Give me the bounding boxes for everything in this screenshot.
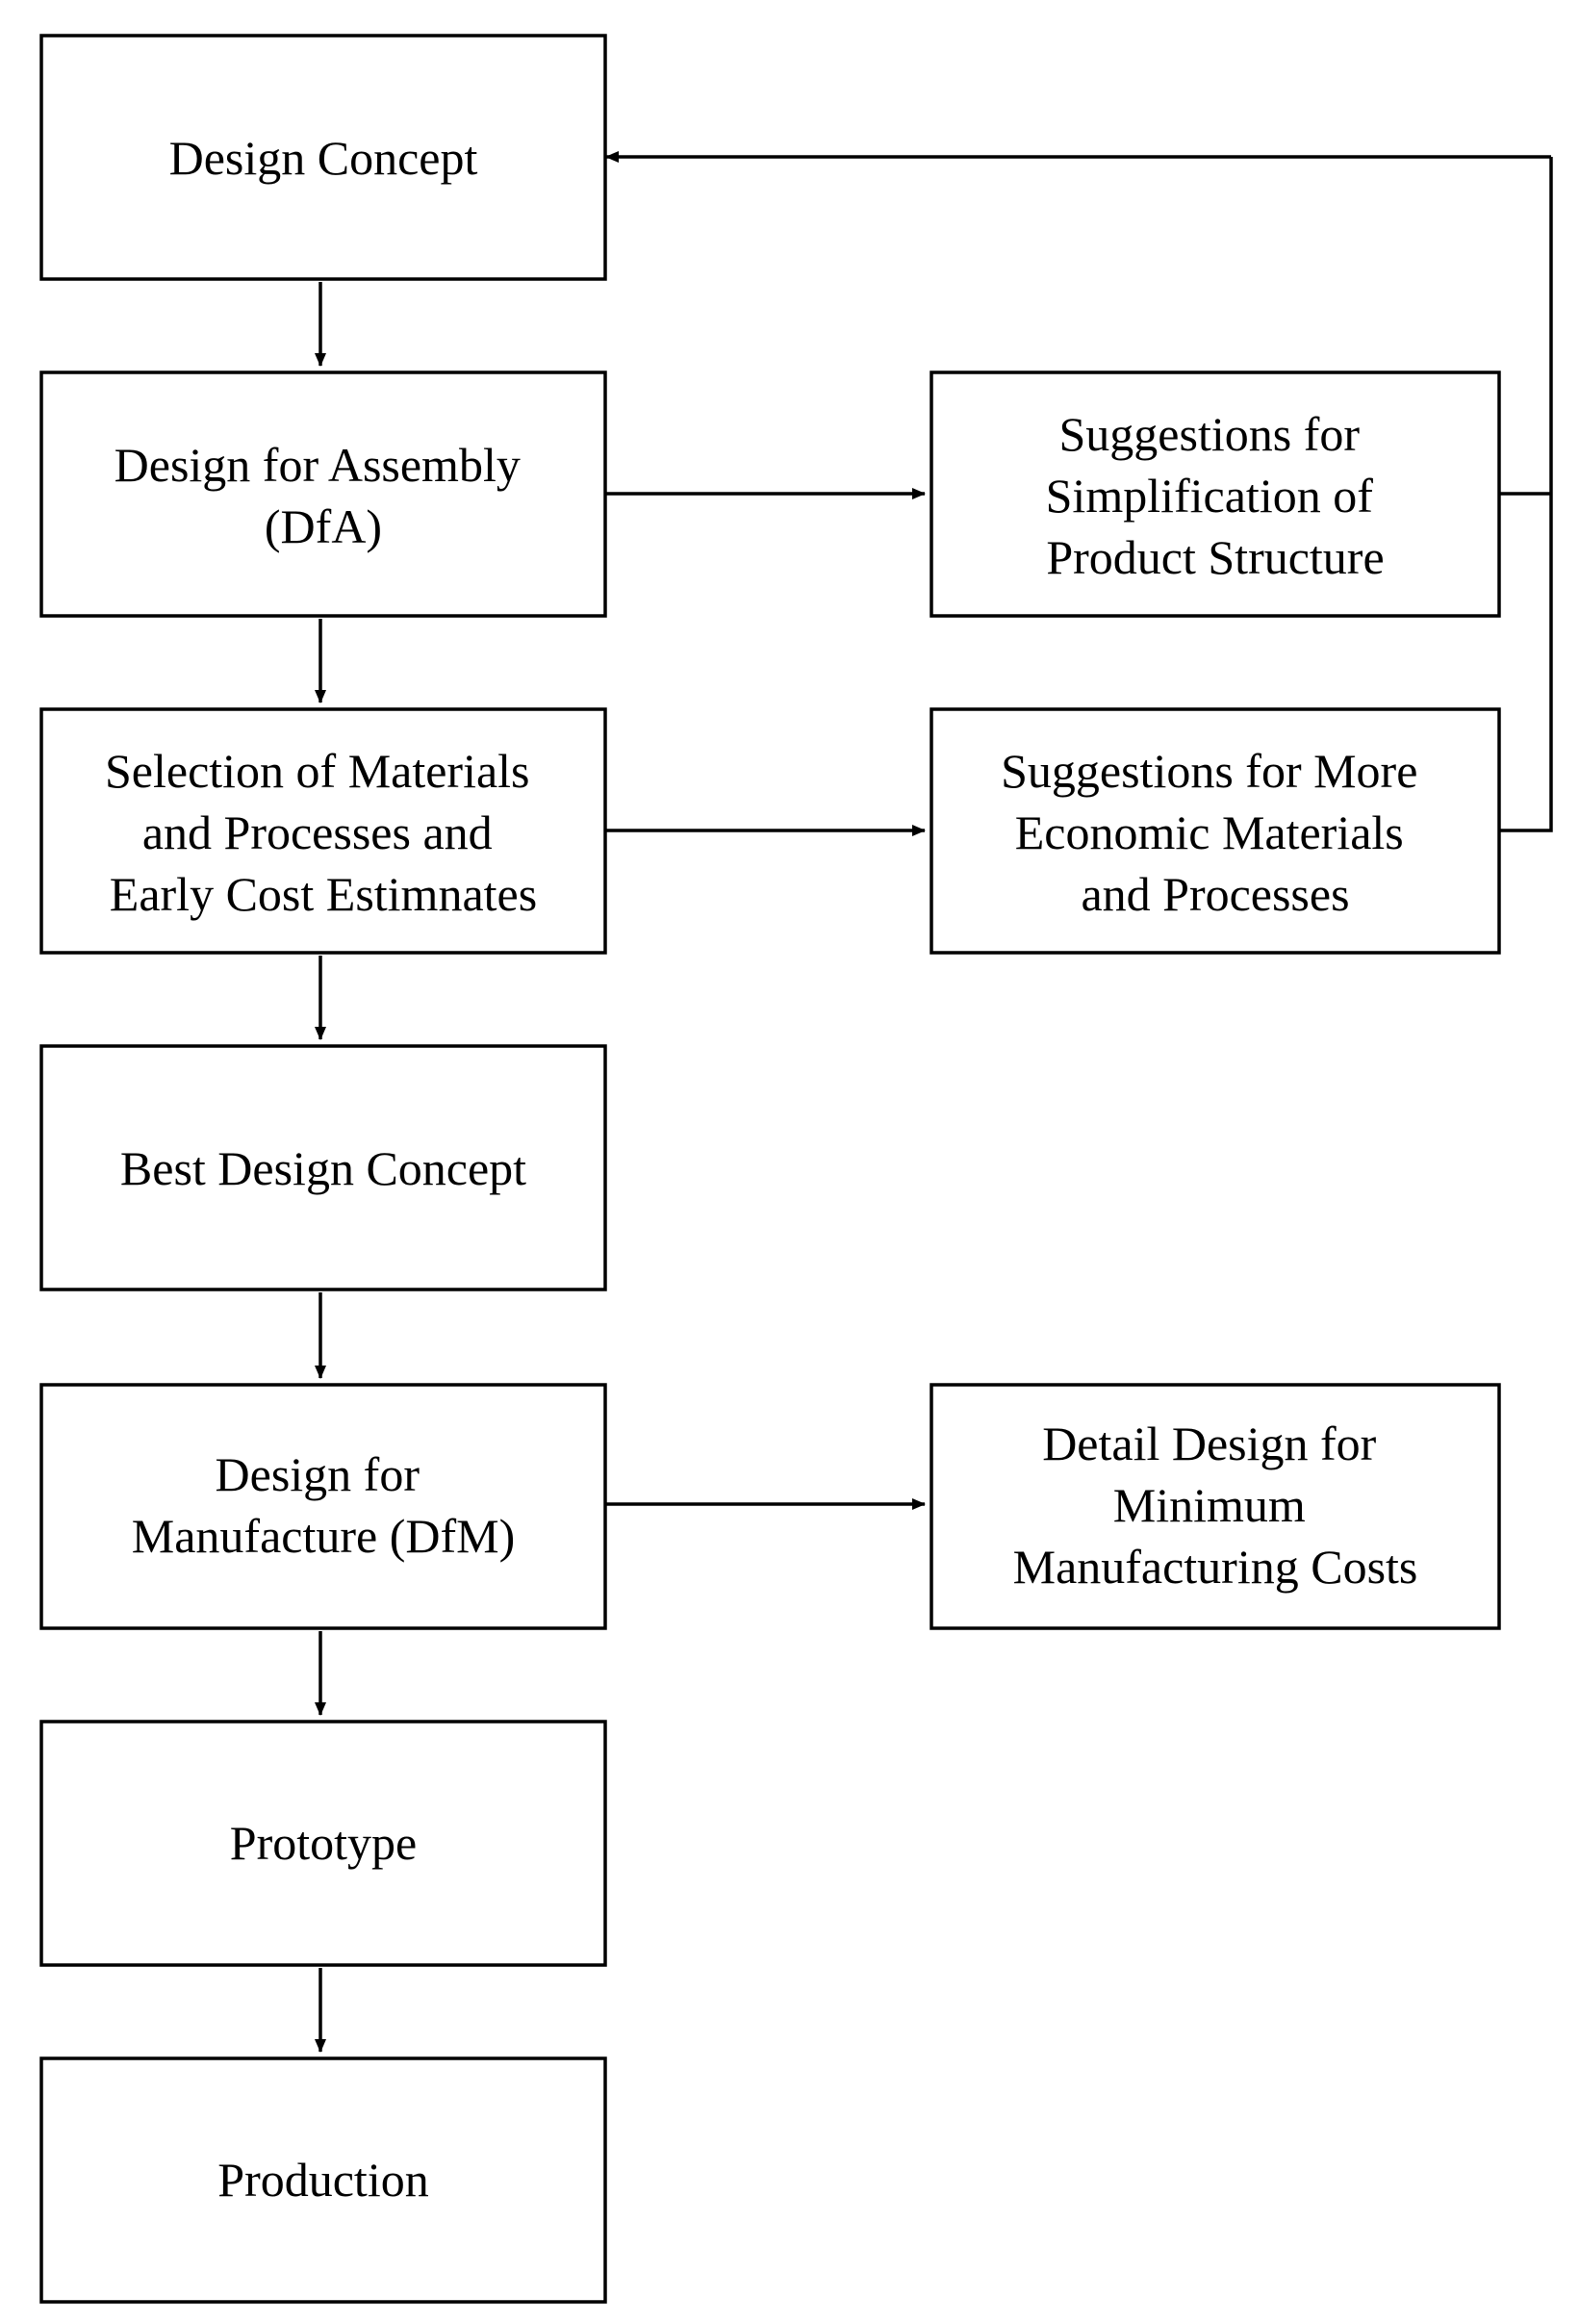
node-production: Production <box>39 2056 607 2304</box>
svg-text:Suggestions for Simplifi: Suggestions for Simplification of Produc… <box>1046 407 1386 584</box>
node-label-line: Product Structure <box>1046 530 1384 584</box>
node-label-line: Production <box>217 2153 428 2207</box>
node-label-line: Suggestions for More <box>1001 744 1417 798</box>
node-label-line: Selection of Materials <box>105 744 530 798</box>
node-label-line: Prototype <box>230 1816 417 1870</box>
svg-text:Design for Manufacture (: Design for Manufacture (DfM) <box>132 1447 515 1563</box>
svg-text:Detail Design for Minimu: Detail Design for Minimum Manufacturing … <box>1013 1417 1418 1594</box>
node-label-line: Design for <box>216 1447 420 1501</box>
svg-text:Best Design Concept: Best Design Concept <box>120 1141 526 1195</box>
node-label-line: Manufacture (DfM) <box>132 1509 515 1563</box>
node-label-line: Design for Assembly <box>115 438 521 492</box>
node-detail-design: Detail Design for Minimum Manufacturing … <box>930 1383 1501 1630</box>
node-label-line: Manufacturing Costs <box>1013 1540 1418 1594</box>
node-label-line: Suggestions for <box>1059 407 1361 461</box>
node-best-design: Best Design Concept <box>39 1044 607 1291</box>
node-label-line: Design Concept <box>169 131 478 185</box>
node-label-line: and Processes and <box>142 805 493 859</box>
svg-text:Suggestions for More Eco: Suggestions for More Economic Materials … <box>1001 744 1430 921</box>
node-label-line: Simplification of <box>1046 469 1374 523</box>
node-design-concept: Design Concept <box>39 34 607 281</box>
svg-text:Design Concept: Design Concept <box>169 131 478 185</box>
connectors <box>315 151 1553 2053</box>
node-dfa: Design for Assembly (DfA) <box>39 370 607 618</box>
node-label-line: (DfA) <box>265 499 382 553</box>
svg-text:Prototype: Prototype <box>230 1816 417 1870</box>
svg-text:Design for Assembly (DfA: Design for Assembly (DfA) <box>115 438 533 553</box>
node-selection: Selection of Materials and Processes and… <box>39 707 607 955</box>
node-label-line: Minimum <box>1113 1478 1306 1532</box>
node-simplification: Suggestions for Simplification of Produc… <box>930 370 1501 618</box>
node-label-line: Best Design Concept <box>120 1141 526 1195</box>
node-label-line: Early Cost Estimnates <box>110 867 537 921</box>
svg-text:Selection of Materials a: Selection of Materials and Processes and… <box>105 744 542 921</box>
node-label-line: and Processes <box>1081 867 1349 921</box>
node-label-line: Economic Materials <box>1015 805 1404 859</box>
node-prototype: Prototype <box>39 1720 607 1967</box>
node-label-line: Detail Design for <box>1042 1417 1376 1470</box>
svg-text:Production: Production <box>217 2153 428 2207</box>
edge-economic-feedback <box>1499 157 1553 832</box>
node-economic: Suggestions for More Economic Materials … <box>930 707 1501 955</box>
node-dfm: Design for Manufacture (DfM) <box>39 1383 607 1630</box>
